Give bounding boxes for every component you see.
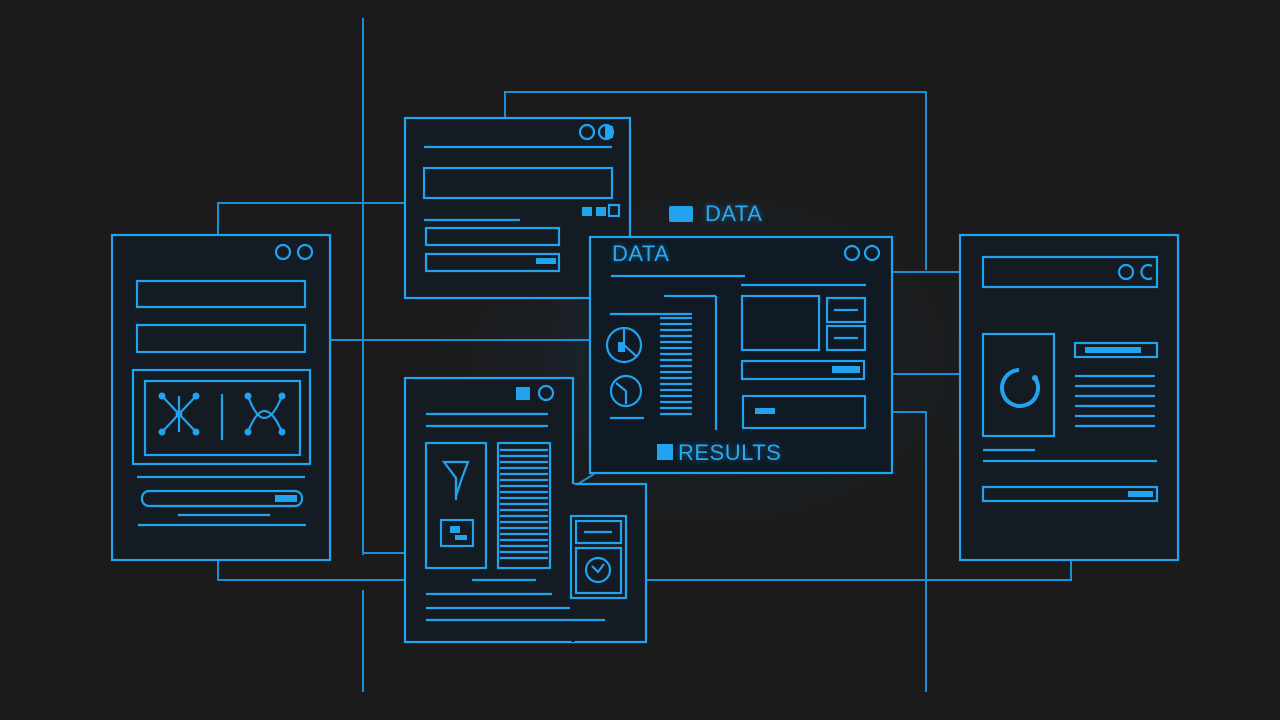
- panel-bottom: [403, 376, 648, 644]
- panel-title: DATA: [612, 241, 670, 266]
- search-bar: [140, 489, 304, 508]
- window-dot-icon: [296, 243, 314, 261]
- window-dot-icon: [1140, 263, 1153, 281]
- chart-icon: [439, 518, 475, 548]
- input-bar: [741, 394, 867, 430]
- panel-right: [958, 233, 1180, 562]
- input-bar: [424, 226, 561, 247]
- panel-center: [588, 235, 894, 475]
- gauge-icon: [584, 556, 612, 584]
- panel-left: [110, 233, 332, 562]
- floating-data-label: DATA: [705, 201, 763, 226]
- data-square-icon: [669, 206, 693, 222]
- results-square-icon: [657, 444, 673, 460]
- input-bar: [135, 323, 307, 354]
- chat-icon: [582, 207, 592, 216]
- window-dot-icon: [1117, 263, 1135, 281]
- window-dot-icon: [274, 243, 292, 261]
- pie-chart-icon: [605, 326, 643, 364]
- input-bar: [135, 279, 307, 309]
- network-graph-icon: [244, 392, 286, 436]
- window-dot-icon: [578, 123, 596, 141]
- network-graph-icon: [158, 392, 200, 436]
- progress-ring-icon: [1000, 368, 1041, 408]
- window-dot-icon: [843, 244, 861, 262]
- connector-lines: [217, 18, 1072, 692]
- pie-chart-icon: [609, 374, 643, 408]
- results-label: RESULTS: [678, 440, 782, 465]
- input-bar: [740, 359, 866, 381]
- image-placeholder: [740, 294, 821, 352]
- funnel-icon: [441, 460, 470, 500]
- input-bar: [424, 252, 561, 273]
- window-dot-icon: [537, 384, 555, 402]
- window-dot-icon: [863, 244, 881, 262]
- input-bar: [422, 166, 614, 200]
